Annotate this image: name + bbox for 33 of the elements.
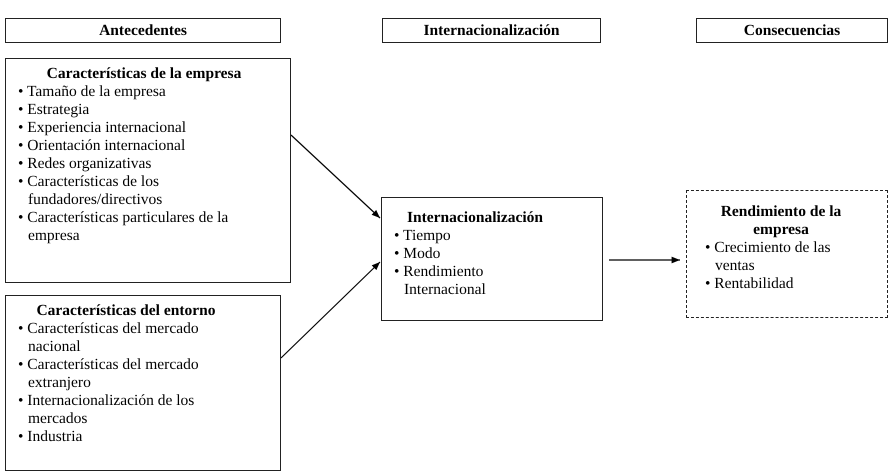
list-item: • Industria bbox=[18, 428, 84, 446]
content-box bbox=[686, 190, 888, 318]
list-item: • Tamaño de la empresa bbox=[18, 83, 167, 101]
header-box bbox=[382, 18, 601, 43]
list-item: • Características del mercado nacional bbox=[18, 320, 200, 356]
header-box bbox=[5, 18, 281, 43]
list-item: • Rendimiento Internacional bbox=[394, 263, 487, 299]
list-item: • Internacionalización de los mercados bbox=[18, 392, 196, 428]
list-item: • Modo bbox=[394, 245, 442, 263]
content-box bbox=[381, 197, 603, 321]
content-box bbox=[5, 295, 281, 471]
list-item: • Orientación internacional bbox=[18, 137, 186, 155]
list-item: • Redes organizativas bbox=[18, 155, 152, 173]
heading: Antecedentes bbox=[98, 22, 188, 40]
list-item: • Características del mercado extranjero bbox=[18, 356, 200, 392]
header-box bbox=[696, 18, 888, 43]
arrow bbox=[280, 262, 380, 358]
heading: Características del entorno bbox=[35, 302, 217, 320]
list-item: • Tiempo bbox=[394, 227, 452, 245]
list-item: • Estrategia bbox=[18, 101, 90, 119]
list-item: • Características de los fundadores/directivos bbox=[18, 173, 164, 209]
heading: Características de la empresa bbox=[46, 65, 242, 83]
list-item: • Rentabilidad bbox=[705, 275, 795, 293]
heading: Consecuencias bbox=[742, 22, 842, 40]
list-item: • Crecimiento de las ventas bbox=[705, 239, 832, 275]
heading: Rendimiento de la empresa bbox=[720, 203, 842, 239]
list-item: • Características particulares de la empresa bbox=[18, 209, 230, 245]
list-item: • Experiencia internacional bbox=[18, 119, 188, 137]
heading: Internacionalización bbox=[406, 209, 544, 227]
arrow bbox=[290, 134, 380, 218]
arrow bbox=[609, 256, 680, 264]
content-box bbox=[5, 58, 291, 283]
heading: Internacionalización bbox=[422, 22, 561, 40]
